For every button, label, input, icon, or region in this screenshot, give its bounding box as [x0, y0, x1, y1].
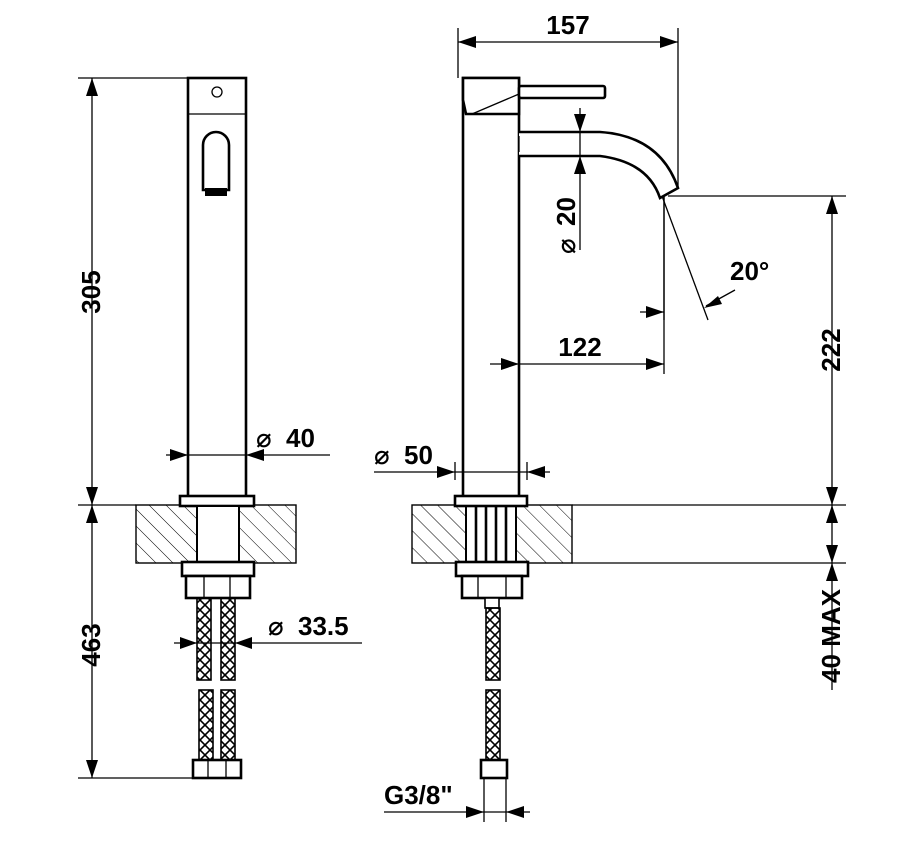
side-spout [519, 130, 680, 200]
dim-angle-20: 20° [730, 256, 769, 286]
side-hose-connector [479, 758, 509, 780]
dim-diameter-20: 20 [551, 197, 581, 226]
dim-40-max: 40 MAX [816, 588, 846, 683]
front-hose-connector [191, 758, 243, 780]
front-lever-slot [201, 130, 231, 192]
dim-122: 122 [558, 332, 601, 362]
side-fixing-nut [454, 560, 530, 578]
dim-222: 222 [816, 328, 846, 371]
front-fixing-nut [180, 560, 256, 578]
front-hose-left-lower [198, 689, 214, 761]
dim-diameter-50: 50 [404, 440, 433, 470]
dim-diameter-33-5-symbol: ⌀ [268, 611, 284, 641]
front-hose-right-lower [220, 689, 236, 761]
dim-diameter-20-symbol: ⌀ [551, 238, 581, 254]
side-body [461, 76, 521, 500]
front-view: 305 463 ⌀ 40 ⌀ 33.5 [76, 76, 362, 780]
dim-diameter-40: 40 [286, 423, 315, 453]
dim-305: 305 [76, 270, 106, 313]
dim-463: 463 [76, 623, 106, 666]
dim-diameter-33-5: 33.5 [298, 611, 349, 641]
side-shank [465, 505, 517, 565]
dim-diameter-50-symbol: ⌀ [374, 440, 390, 470]
side-hose-lower [485, 689, 501, 761]
front-top-hole [211, 86, 223, 98]
side-lever-handle [517, 84, 607, 100]
side-hose-upper [485, 607, 501, 681]
dim-157: 157 [546, 10, 589, 40]
dim-diameter-40-symbol: ⌀ [256, 423, 272, 453]
side-view: 157 ⌀ 20 20° 122 222 40 MAX [374, 10, 846, 822]
front-hose-right-upper [220, 597, 236, 681]
side-lever-head [461, 76, 521, 116]
front-base-ring [178, 494, 256, 508]
dim-g3-8-thread: G3/8" [384, 780, 453, 810]
side-base-ring [453, 494, 529, 508]
front-hose-left-upper [196, 597, 212, 681]
